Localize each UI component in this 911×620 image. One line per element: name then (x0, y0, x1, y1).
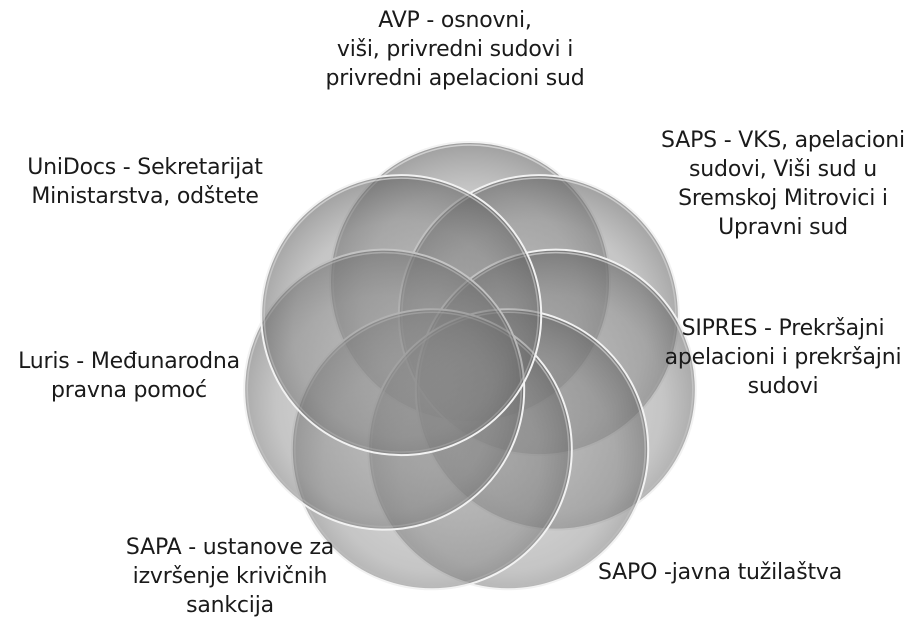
label-sapa: SAPA - ustanove za izvršenje krivičnih s… (85, 533, 375, 620)
label-sipres-line: apelacioni i prekršajni (664, 345, 902, 370)
label-avp-line: AVP - osnovni, (378, 8, 532, 33)
label-saps-line: SAPS - VKS, apelacioni (661, 128, 905, 153)
circles-group (243, 141, 697, 591)
label-sapo: SAPO -javna tužilaštva (580, 558, 860, 587)
label-sipres-line: SIPRES - Prekršajni (681, 316, 885, 341)
circle-unidocs-highlight (263, 177, 539, 453)
label-sapa-line: SAPA - ustanove za (125, 535, 335, 560)
label-luris-line: pravna pomoć (51, 378, 207, 403)
circle-unidocs-body (260, 174, 543, 457)
label-luris: Luris - Međunarodna pravna pomoć (0, 347, 258, 405)
label-sapa-line: sankcija (186, 593, 274, 618)
circle-unidocs (260, 174, 543, 457)
label-sipres-line: sudovi (747, 374, 819, 399)
label-unidocs: UniDocs - Sekretarijat Ministarstva, odš… (10, 153, 280, 211)
label-unidocs-line: UniDocs - Sekretarijat (27, 155, 263, 180)
label-unidocs-line: Ministarstva, odštete (31, 184, 259, 209)
label-sipres: SIPRES - Prekršajni apelacioni i prekrša… (660, 314, 906, 401)
label-avp-line: privredni apelacioni sud (325, 66, 585, 91)
label-luris-line: Luris - Međunarodna (18, 349, 240, 374)
label-saps-line: Upravni sud (718, 215, 848, 240)
label-saps-line: Sremskoj Mitrovici i (678, 186, 888, 211)
label-sapa-line: izvršenje krivičnih (132, 564, 328, 589)
label-saps-line: sudovi, Viši sud u (689, 157, 877, 182)
label-saps: SAPS - VKS, apelacioni sudovi, Viši sud … (655, 126, 911, 242)
label-avp-line: viši, privredni sudovi i (336, 37, 574, 62)
label-avp: AVP - osnovni, viši, privredni sudovi i … (310, 6, 600, 93)
label-sapo-line: SAPO -javna tužilaštva (598, 560, 842, 585)
